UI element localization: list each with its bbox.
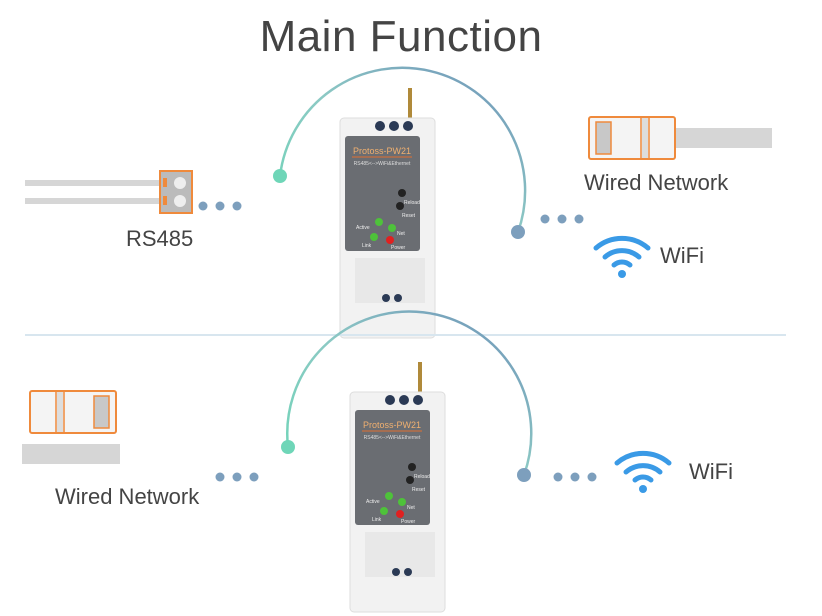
link-led [370, 233, 378, 241]
bottom-device [349, 361, 446, 613]
ethernet-plug-icon [29, 390, 117, 434]
reload-label: Reload [404, 200, 420, 206]
reset-button [396, 202, 404, 210]
device-subtitle: RS485<-->WiFi&Ethernet [354, 161, 411, 167]
wifi-icon [596, 238, 648, 278]
wifi-icon [617, 453, 669, 493]
top-right-node [511, 225, 525, 239]
net-label: Net [397, 231, 405, 237]
top-right-dots [540, 214, 584, 224]
power-label: Power [391, 245, 406, 251]
rs485-wire [25, 198, 165, 204]
top-left-node [273, 169, 287, 183]
bottom-left-dots [215, 472, 259, 482]
page-title: Main Function [259, 12, 543, 61]
bottom-ring [286, 310, 533, 476]
reset-label: Reset [402, 213, 416, 219]
top-ring [278, 66, 527, 233]
rs485-dots [198, 201, 242, 211]
rs485-terminal-icon [159, 170, 193, 214]
wired-network-label: Wired Network [55, 484, 200, 509]
link-label: Link [362, 243, 372, 249]
power-led [386, 236, 394, 244]
ethernet-cable [676, 128, 772, 148]
bottom-left-node [281, 440, 295, 454]
reload-button [398, 189, 406, 197]
top-device: Protoss-PW21 RS485<-->WiFi&Ethernet Relo… [339, 88, 436, 339]
ethernet-cable [22, 444, 120, 464]
bottom-right-node [517, 468, 531, 482]
device-model: Protoss-PW21 [353, 146, 411, 156]
active-led [375, 218, 383, 226]
ethernet-plug-icon [588, 116, 676, 160]
wifi-label: WiFi [689, 459, 733, 484]
wifi-label: WiFi [660, 243, 704, 268]
rs485-wire [25, 180, 165, 186]
net-led [388, 224, 396, 232]
bottom-right-dots [553, 472, 597, 482]
active-label: Active [356, 225, 370, 231]
rs485-label: RS485 [126, 226, 194, 251]
wired-network-label: Wired Network [584, 170, 729, 195]
